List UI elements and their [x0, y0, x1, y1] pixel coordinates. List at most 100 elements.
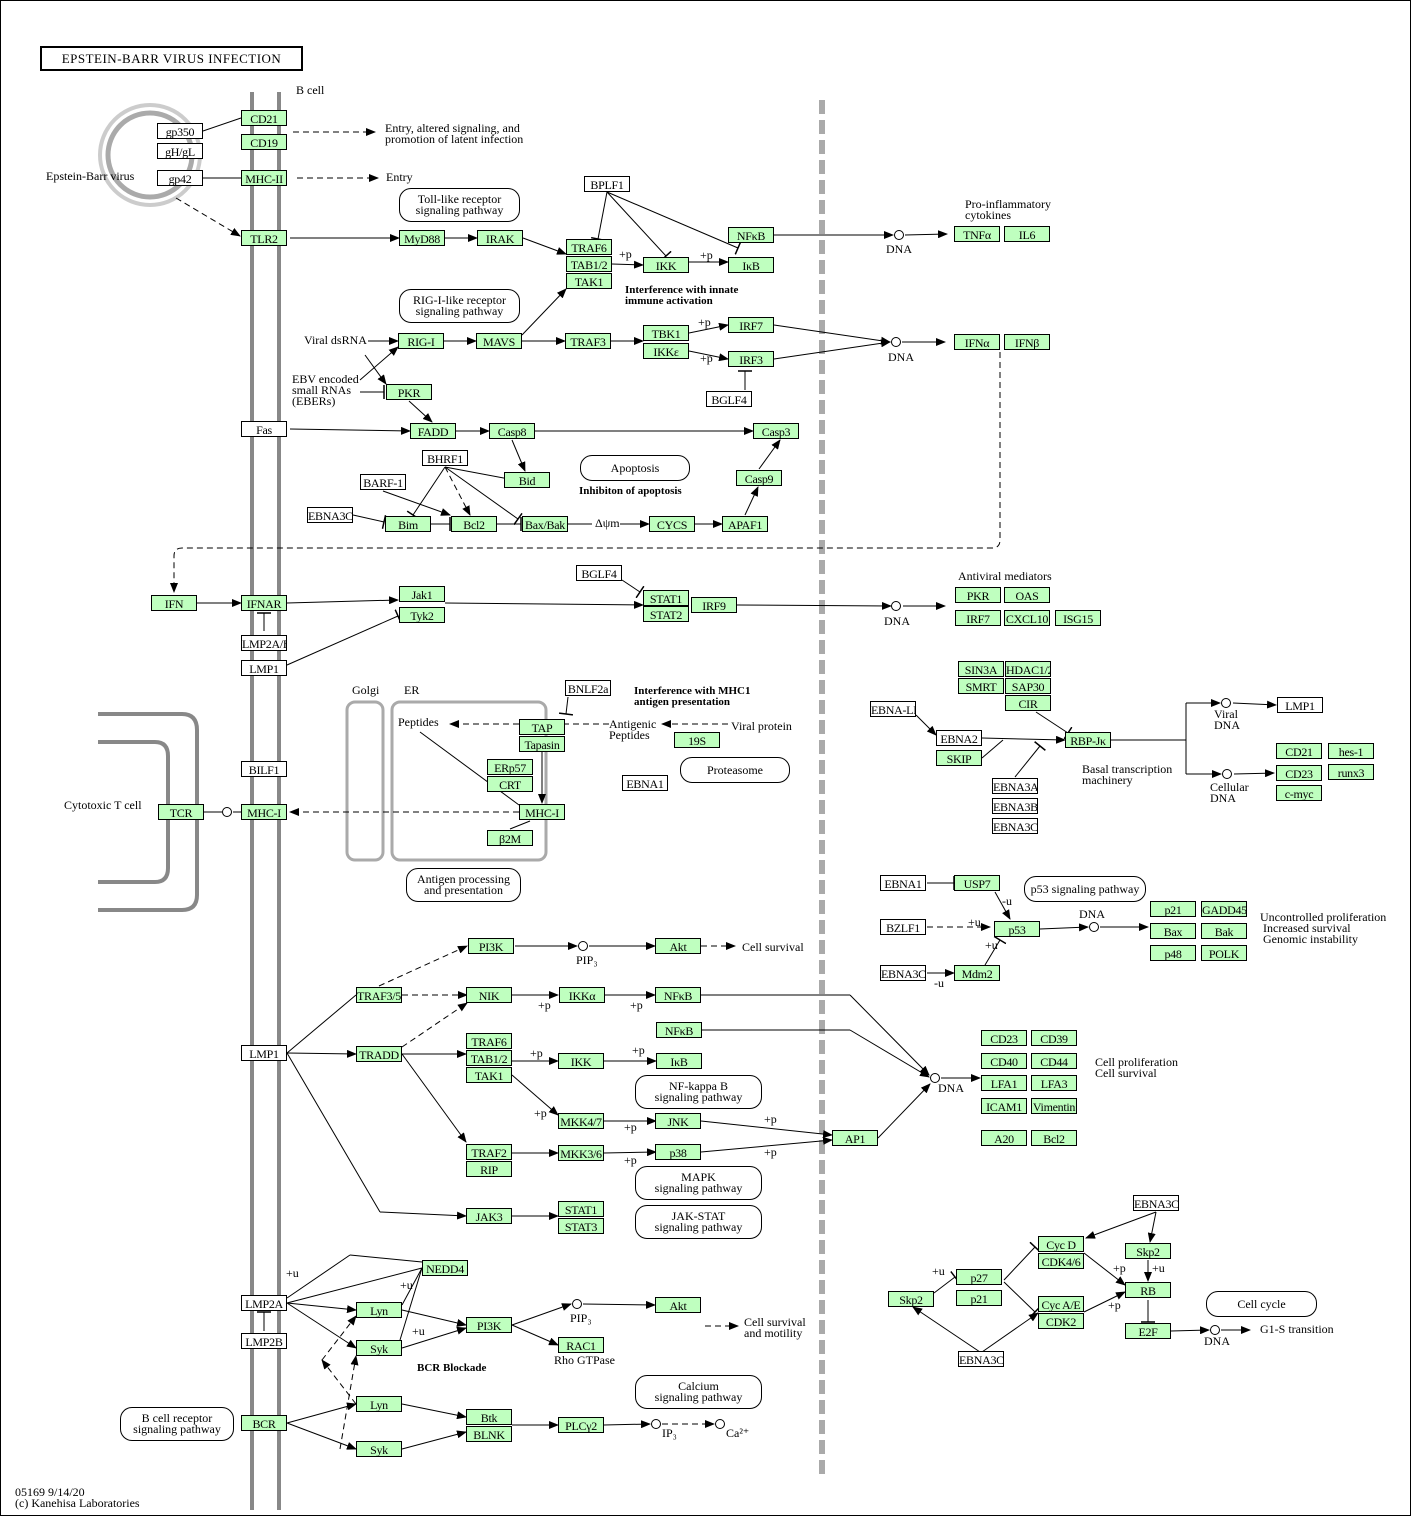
gene-node[interactable]: Syk: [356, 1441, 402, 1457]
pathway-map-link[interactable]: MAPK signaling pathway: [635, 1166, 762, 1200]
gene-node[interactable]: SIN3A: [958, 661, 1004, 677]
gene-node[interactable]: TRADD: [356, 1046, 402, 1062]
gene-node[interactable]: CXCL10: [1004, 610, 1050, 626]
viral-protein-node[interactable]: EBNA3C: [992, 818, 1038, 834]
viral-protein-node[interactable]: gH/gL: [157, 143, 203, 159]
gene-node[interactable]: p27: [956, 1269, 1002, 1285]
gene-node[interactable]: STAT2: [643, 606, 689, 622]
gene-node[interactable]: TNFα: [954, 226, 1000, 242]
gene-node[interactable]: E2F: [1125, 1323, 1171, 1339]
gene-node[interactable]: CD23: [981, 1030, 1027, 1046]
pathway-map-link[interactable]: Antigen processing and presentation: [406, 868, 521, 902]
gene-node[interactable]: CYCS: [649, 516, 695, 532]
gene-node[interactable]: STAT1: [558, 1201, 604, 1217]
gene-node[interactable]: Jak1: [399, 586, 445, 602]
gene-node[interactable]: Casp3: [753, 423, 799, 439]
gene-node[interactable]: RIG-I: [398, 333, 444, 349]
viral-protein-node[interactable]: LMP2B: [241, 1333, 287, 1349]
gene-node[interactable]: TAP: [519, 719, 565, 735]
gene-node[interactable]: BCR: [241, 1415, 287, 1431]
viral-protein-node[interactable]: BGLF4: [576, 565, 622, 581]
gene-node[interactable]: BLNK: [466, 1426, 512, 1442]
gene-node[interactable]: Bak: [1201, 923, 1247, 939]
gene-node[interactable]: Lyn: [356, 1396, 402, 1412]
gene-node[interactable]: MyD88: [399, 230, 445, 246]
gene-node[interactable]: Vimentin: [1031, 1098, 1077, 1114]
gene-node[interactable]: CD21: [1276, 743, 1322, 759]
gene-node[interactable]: MKK3/6: [558, 1145, 604, 1161]
gene-node[interactable]: IKKε: [643, 343, 689, 359]
gene-node[interactable]: Bax/Bak: [522, 516, 568, 532]
pathway-map-link[interactable]: NF-kappa B signaling pathway: [635, 1075, 762, 1109]
gene-node[interactable]: IKK: [643, 257, 689, 273]
pathway-map-link[interactable]: Cell cycle: [1206, 1291, 1317, 1317]
viral-protein-node[interactable]: EBNA1: [880, 875, 926, 891]
viral-protein-node[interactable]: gp350: [157, 123, 203, 139]
gene-node[interactable]: TAK1: [566, 273, 612, 289]
gene-node[interactable]: runx3: [1328, 764, 1374, 780]
viral-protein-node[interactable]: BNLF2a: [565, 680, 611, 696]
viral-protein-node[interactable]: EBNA2: [936, 730, 982, 746]
gene-node[interactable]: Skp2: [1125, 1243, 1171, 1259]
gene-node[interactable]: CDK4/6: [1038, 1253, 1084, 1269]
gene-node[interactable]: TAB1/2: [466, 1050, 512, 1066]
gene-node[interactable]: IRAK: [477, 230, 523, 246]
gene-node[interactable]: ERp57: [487, 759, 533, 775]
viral-protein-node[interactable]: EBNA3C: [1133, 1195, 1179, 1211]
gene-node[interactable]: Cyc D: [1038, 1236, 1084, 1252]
pathway-map-link[interactable]: Apoptosis: [580, 455, 690, 481]
gene-node[interactable]: NEDD4: [422, 1260, 468, 1276]
gene-node[interactable]: APAF1: [722, 516, 768, 532]
gene-node[interactable]: JNK: [655, 1113, 701, 1129]
gene-node[interactable]: CDK2: [1038, 1313, 1084, 1329]
gene-node[interactable]: MHC-II: [241, 170, 287, 186]
gene-node[interactable]: Casp9: [736, 470, 782, 486]
gene-node[interactable]: TRAF2: [466, 1144, 512, 1160]
viral-protein-node[interactable]: LMP1: [241, 1045, 287, 1061]
gene-node[interactable]: SKIP: [936, 750, 982, 766]
gene-node[interactable]: Skp2: [888, 1291, 934, 1307]
viral-protein-node[interactable]: LMP1: [241, 660, 287, 676]
gene-node[interactable]: Tapasin: [519, 736, 565, 752]
gene-node[interactable]: IRF9: [691, 597, 737, 613]
gene-node[interactable]: AP1: [832, 1130, 878, 1146]
viral-protein-node[interactable]: BILF1: [241, 761, 287, 777]
gene-node[interactable]: CD21: [241, 110, 287, 126]
gene-node[interactable]: SMRT: [958, 678, 1004, 694]
gene-node[interactable]: CD19: [241, 134, 287, 150]
viral-protein-node[interactable]: EBNA3A: [992, 778, 1038, 794]
gene-node[interactable]: IκB: [656, 1053, 702, 1069]
viral-protein-node[interactable]: BARF-1: [360, 474, 406, 490]
gene-node[interactable]: PI3K: [468, 938, 514, 954]
gene-node[interactable]: CD23: [1276, 765, 1322, 781]
gene-node[interactable]: CIR: [1005, 695, 1051, 711]
gene-node[interactable]: IκB: [728, 257, 774, 273]
gene-node[interactable]: TLR2: [241, 230, 287, 246]
gene-node[interactable]: c-myc: [1276, 785, 1322, 801]
gene-node[interactable]: RB: [1125, 1282, 1171, 1298]
gene-node[interactable]: TAK1: [466, 1067, 512, 1083]
gene-node[interactable]: LFA3: [1031, 1075, 1077, 1091]
gene-node[interactable]: SAP30: [1005, 678, 1051, 694]
gene-node[interactable]: LFA1: [981, 1075, 1027, 1091]
gene-node[interactable]: Casp8: [489, 423, 535, 439]
viral-protein-node[interactable]: gp42: [157, 170, 203, 186]
viral-protein-node[interactable]: BGLF4: [706, 391, 752, 407]
gene-node[interactable]: PKR: [955, 587, 1001, 603]
viral-protein-node[interactable]: EBNA3C: [307, 507, 353, 523]
gene-node[interactable]: p38: [655, 1144, 701, 1160]
pathway-map-link[interactable]: Proteasome: [680, 757, 790, 783]
gene-node[interactable]: USP7: [954, 875, 1000, 891]
gene-node[interactable]: TAB1/2: [566, 256, 612, 272]
gene-node[interactable]: CD39: [1031, 1030, 1077, 1046]
gene-node[interactable]: POLK: [1201, 945, 1247, 961]
gene-node[interactable]: TBK1: [643, 325, 689, 341]
gene-node[interactable]: ICAM1: [981, 1098, 1027, 1114]
gene-node[interactable]: TRAF6: [566, 239, 612, 255]
gene-node[interactable]: STAT3: [558, 1218, 604, 1234]
gene-node[interactable]: IKKα: [559, 987, 605, 1003]
gene-node[interactable]: Bax: [1150, 923, 1196, 939]
gene-node[interactable]: GADD45: [1201, 901, 1247, 917]
gene-node[interactable]: STAT1: [643, 590, 689, 606]
gene-node[interactable]: OAS: [1004, 587, 1050, 603]
